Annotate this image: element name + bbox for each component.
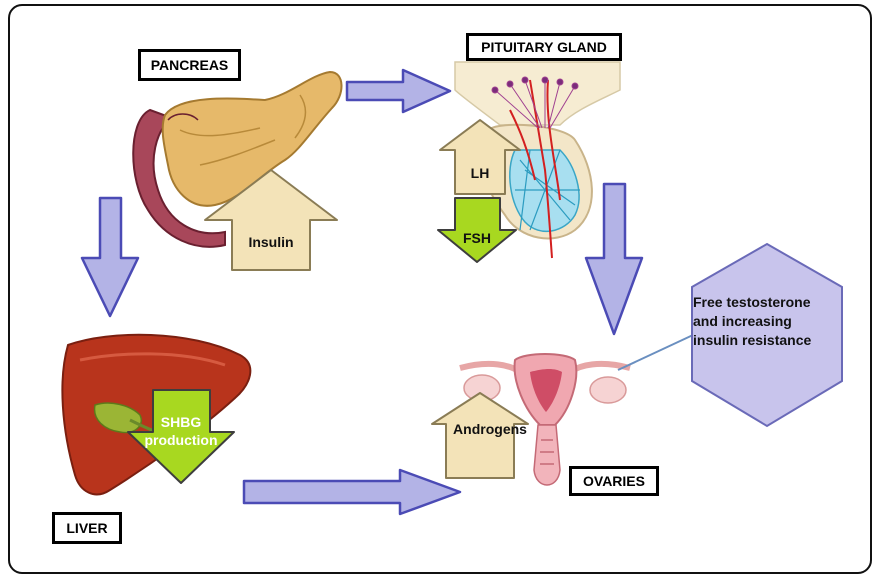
lh-label: LH — [471, 165, 490, 181]
arrow-pancreas-to-liver — [82, 198, 138, 316]
arrow-pituitary-to-ovaries — [586, 184, 642, 334]
ovaries-label: OVARIES — [569, 466, 659, 496]
shbg-label-line1: SHBG — [161, 414, 202, 430]
insulin-label: Insulin — [248, 234, 293, 250]
arrow-pancreas-to-pituitary — [347, 70, 450, 112]
androgens-label: Androgens — [453, 421, 527, 437]
hexagon-text: Free testosterone and increasing insulin… — [693, 293, 843, 350]
shbg-label-line2: production — [144, 432, 217, 448]
arrow-liver-to-ovaries — [244, 470, 460, 514]
hexagon-line2: and increasing — [693, 312, 843, 331]
hexagon-line3: insulin resistance — [693, 331, 843, 350]
hexagon-line1: Free testosterone — [693, 293, 843, 312]
pancreas-label: PANCREAS — [138, 49, 241, 81]
hexagon-connector-line — [618, 335, 693, 370]
fsh-label: FSH — [463, 230, 491, 246]
liver-label: LIVER — [52, 512, 122, 544]
pituitary-gland-label: PITUITARY GLAND — [466, 33, 622, 61]
